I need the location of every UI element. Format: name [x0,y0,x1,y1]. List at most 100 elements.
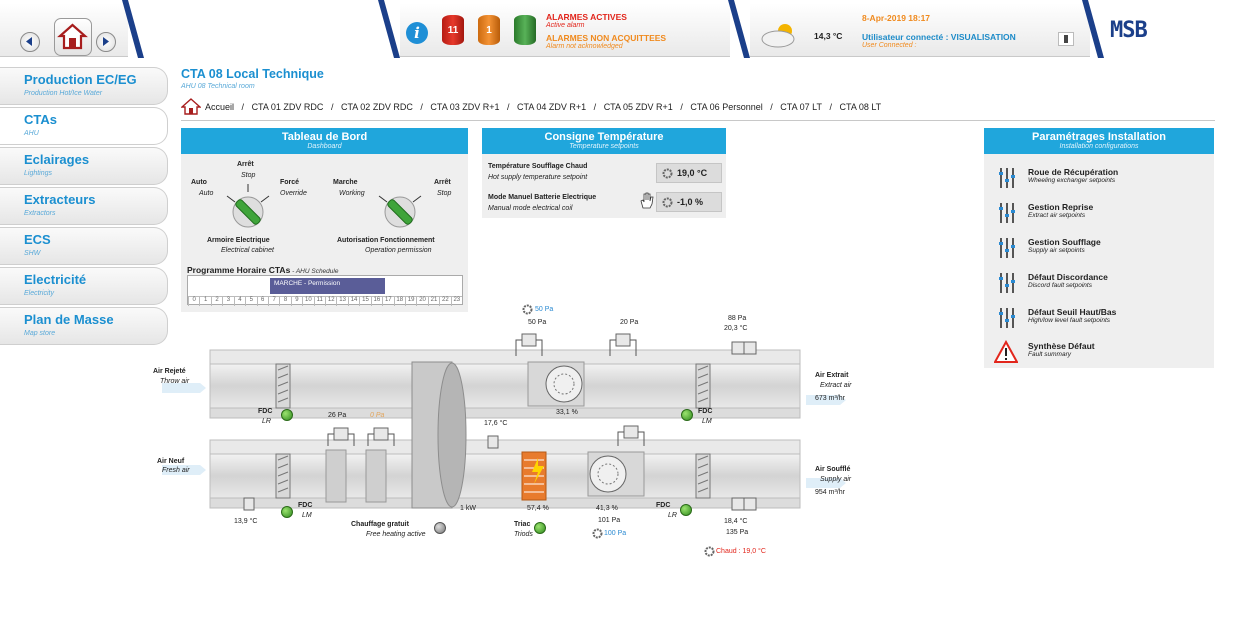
divider-slash-icon [1082,0,1104,58]
sidebar-item-plan-de-masse[interactable]: Plan de Masse Map store [0,307,168,345]
crumb-cta05[interactable]: CTA 05 ZDV R+1 [603,102,673,112]
settings-sliders-icon [999,203,1015,223]
crumb-cta02[interactable]: CTA 02 ZDV RDC [340,102,413,112]
cabinet-override-label: Forcé [280,179,300,186]
param-item-soufflage[interactable]: Gestion Soufflage Supply air setpoints [984,234,1214,264]
title-divider [181,120,1215,121]
schedule-hour-tick: 4 [233,297,245,306]
dashboard-sub: Dashboard [307,143,342,150]
forward-button[interactable] [96,32,116,52]
fdc-upper-left-status [281,409,293,421]
schedule-hour-tick: 16 [370,297,382,306]
user-block: Utilisateur connecté : VISUALISATION Use… [862,32,1016,49]
sidebar-item-title: CTAs [24,112,57,127]
arrow-left-icon [26,37,32,46]
crumb-sep: / [330,102,334,112]
back-button[interactable] [20,32,40,52]
param-title: Roue de Récupération [1028,167,1119,177]
supply-air-sub: Supply air [820,476,852,483]
msb-logo: MSB [1110,18,1148,43]
setpoint-header: Consigne Température Temperature setpoin… [482,128,726,154]
crumb-sep: / [829,102,832,112]
info-icon[interactable]: i [406,22,428,44]
supply-pressure-setpoint[interactable]: 100 Pa [604,530,627,537]
unack-alarm-count[interactable]: 1 [478,15,500,45]
sidebar-item-ecs[interactable]: ECS SHW [0,227,168,265]
crumb-cta01[interactable]: CTA 01 ZDV RDC [251,102,324,112]
cabinet-selector-switch[interactable] [225,184,271,234]
sidebar-item-production[interactable]: Production EC/EG Production Hot/Ice Wate… [0,67,168,105]
setpoint-gear-icon[interactable] [592,528,603,539]
sidebar-item-title: Plan de Masse [24,312,114,327]
supply-duct-pressure: 135 Pa [726,529,749,536]
param-item-recuperation[interactable]: Roue de Récupération Wheeling exchanger … [984,164,1214,194]
schedule-hour-tick: 23 [450,297,462,306]
schedule-hour-tick: 21 [427,297,439,306]
logout-icon [1064,35,1068,43]
extract-air-flow: 673 m³/hr [815,395,845,402]
free-heating-label: Chauffage gratuit [351,521,409,528]
schedule-hour-tick: 8 [279,297,290,306]
home-button[interactable] [54,18,92,56]
perm-working-label: Marche [333,179,358,186]
crumb-cta03[interactable]: CTA 03 ZDV R+1 [430,102,500,112]
cabinet-label: Armoire Electrique [207,237,270,244]
active-alarm-count[interactable]: 11 [442,15,464,45]
sidebar-item-eclairages[interactable]: Eclairages Lightings [0,147,168,185]
fdc-upper-left-label: FDC [258,408,273,415]
breadcrumb: Accueil / CTA 01 ZDV RDC / CTA 02 ZDV RD… [205,102,881,112]
breadcrumb-home-icon[interactable] [181,98,201,115]
param-item-reprise[interactable]: Gestion Reprise Extract air setpoints [984,199,1214,229]
manual-coil-setpoint[interactable]: -1,0 % [656,192,722,212]
schedule-hour-tick: 3 [222,297,233,306]
fdc-lower-right-status [680,504,692,516]
user-sub: User Connected : [862,42,917,49]
perm-working-sub: Working [339,190,365,197]
schedule-title: Programme Horaire CTAs [187,265,291,275]
hand-manual-icon[interactable] [639,192,654,210]
schedule-sub: - AHU Schedule [290,268,339,275]
param-sub: Wheeling exchanger setpoints [1028,177,1116,184]
free-heating-sub: Free heating active [366,531,426,538]
sidebar-item-ctas[interactable]: CTAs AHU [0,107,168,145]
fdc-upper-right-label: FDC [698,408,713,415]
settings-sliders-icon [999,273,1015,293]
ok-status-indicator [514,15,536,45]
crumb-cta06[interactable]: CTA 06 Personnel [690,102,763,112]
fdc-upper-left-sub: LR [262,418,271,425]
fan-extract [527,361,585,407]
schedule-hour-tick: 0 [188,297,199,306]
crumb-sep: / [507,102,510,112]
setpoint-gear-icon[interactable] [522,304,533,315]
hot-supply-setpoint[interactable]: 19,0 °C [656,163,722,183]
extract-pressure-setpoint[interactable]: 50 Pa [535,306,554,313]
crumb-accueil[interactable]: Accueil [205,102,235,112]
setpoint-gear-icon[interactable] [704,546,715,557]
schedule-bar[interactable]: MARCHE - Permission [270,278,386,294]
sidebar-item-extracteurs[interactable]: Extracteurs Extractors [0,187,168,225]
schedule-hour-tick: 11 [313,297,325,306]
setpoint-gear-icon [662,197,673,208]
hot-setpoint-readout[interactable]: Chaud : 19,0 °C [716,548,766,555]
params-sub: Installation configurations [1059,143,1139,150]
sidebar-item-electricite[interactable]: Electricité Electricity [0,267,168,305]
permission-selector-switch[interactable] [377,184,423,234]
triac-percent: 57,4 % [527,505,549,512]
supply-filter1-pressure: 26 Pa [328,412,347,419]
schedule-hour-tick: 15 [359,297,370,306]
fdc-lower-left-label: FDC [298,502,313,509]
divider-slash-icon [728,0,750,58]
logout-button[interactable] [1058,32,1074,46]
crumb-cta07[interactable]: CTA 07 LT [780,102,822,112]
param-item-synthese[interactable]: Synthèse Défaut Fault summary [984,338,1214,368]
param-sub: Fault summary [1028,351,1071,358]
crumb-cta04[interactable]: CTA 04 ZDV R+1 [517,102,587,112]
param-item-seuil[interactable]: Défaut Seuil Haut/Bas High/low level fau… [984,304,1214,334]
schedule-heading: Programme Horaire CTAs - AHU Schedule [187,265,338,275]
param-item-discordance[interactable]: Défaut Discordance Discord fault setpoin… [984,269,1214,299]
sidebar-item-sub: SHW [24,250,41,257]
crumb-cta08[interactable]: CTA 08 LT [839,102,882,112]
param-sub: Supply air setpoints [1028,247,1085,254]
dashboard-header: Tableau de Bord Dashboard [181,128,468,154]
